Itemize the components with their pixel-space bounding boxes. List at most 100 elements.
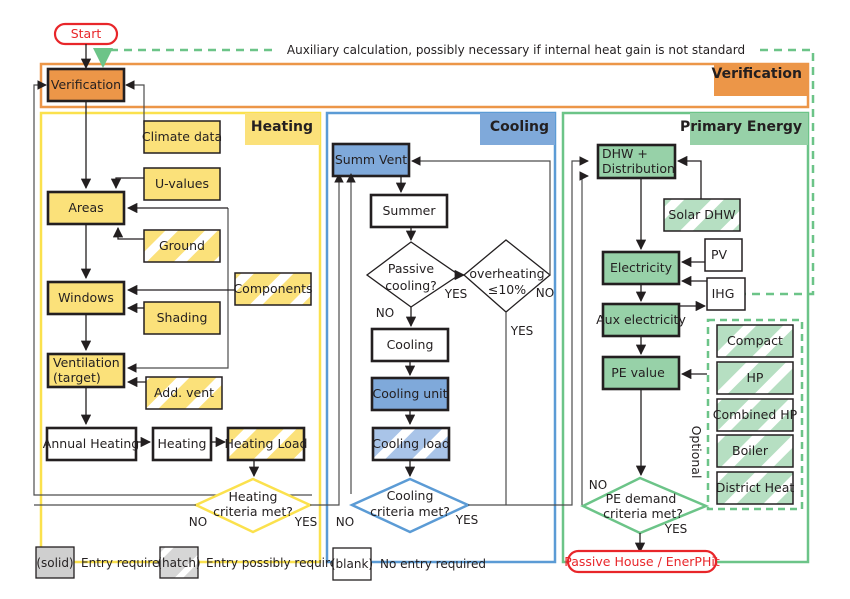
legend-blank-swatch: (blank) [331,557,373,571]
boiler-node[interactable]: Boiler [716,434,794,468]
pe-value-node[interactable]: PE value [601,355,681,391]
cooling-decision-line1: Cooling [387,488,434,503]
ventilation-label-line2: (target) [53,370,101,385]
summer-label: Summer [382,203,436,218]
overheating-line2: ≤10% [488,282,526,297]
add-vent-node[interactable]: Add. vent [145,376,223,410]
cooling-load-node[interactable]: Cooling load [371,426,451,462]
dhw-label-line1: DHW + [602,146,648,161]
pe-value-label: PE value [611,365,665,380]
climate-data-label: Climate data [142,129,222,144]
shading-node[interactable]: Shading [143,301,221,335]
components-to-ventilation-line [127,208,229,373]
cooling-section: Cooling [325,111,557,564]
pe-decision-line1: PE demand [606,491,677,506]
compact-label: Compact [727,333,783,348]
shading-label: Shading [157,310,208,325]
overheating-no-label: NO [536,286,554,300]
passive-cooling-yes-label: YES [444,287,468,301]
cooling-section-title: Cooling [490,119,549,135]
heating-decision-line2: criteria met? [213,504,293,519]
aux-note: Auxiliary calculation, possibly necessar… [287,43,745,57]
pv-label: PV [711,247,728,262]
verification-section-title: Verification [712,66,802,82]
cooling-yes-label: YES [455,513,479,527]
pe-decision-line2: criteria met? [603,506,683,521]
end-label: Passive House / EnerPHit [564,554,720,569]
dhw-distribution-node[interactable]: DHW + Distribution [596,143,677,180]
electricity-node[interactable]: Electricity [601,250,681,286]
components-node[interactable]: Components [233,272,313,306]
areas-node[interactable]: Areas [46,190,126,226]
verification-node[interactable]: Verification [46,67,126,103]
cooling-decision-line2: criteria met? [370,504,450,519]
heating-decision-line1: Heating [229,489,278,504]
cooling-no-label: NO [336,515,354,529]
legend-hatch-swatch: (hatch) [157,556,200,570]
district-heat-label: District Heat [716,480,795,495]
combined-hp-node[interactable]: Combined HP [713,398,798,432]
climate-to-verification-line [125,80,145,125]
pe-yes-label: YES [664,522,688,536]
summer-node[interactable]: Summer [369,193,449,229]
heating-label: Heating [158,436,207,451]
u-values-node[interactable]: U-values [143,167,221,201]
legend-hatch-text: Entry possibly required [206,556,345,570]
heating-node[interactable]: Heating [151,426,213,462]
compact-node[interactable]: Compact [716,324,794,358]
cooling-decision[interactable]: Cooling criteria met? [348,477,472,534]
heating-no-label: NO [189,515,207,529]
summ-vent-node[interactable]: Summ Vent [331,142,411,178]
arrow-ground-to-areas [112,226,144,240]
windows-label: Windows [58,290,114,305]
cooling-node[interactable]: Cooling [370,327,450,363]
solar-dhw-node[interactable]: Solar DHW [663,198,741,232]
overheating-line1: overheating [469,266,544,281]
overheating-no-to-summ-vent-line [411,156,551,275]
passive-cooling-decision[interactable]: Passive cooling? [365,241,461,308]
heating-load-node[interactable]: Heating Load [225,426,308,462]
arrow-solar-dhw-to-dhw [676,155,702,199]
pe-no-to-dhw-line [579,171,589,505]
heating-yes-label: YES [294,515,318,529]
dhw-label-line2: Distribution [602,161,675,176]
cooling-load-label: Cooling load [372,436,450,451]
heating-decision[interactable]: Heating criteria met? [193,477,313,534]
aux-electricity-node[interactable]: Aux electricity [596,302,686,338]
cooling-unit-label: Cooling unit [372,386,447,401]
start-terminal[interactable]: Start [53,22,119,46]
electricity-label: Electricity [610,260,673,275]
cooling-unit-node[interactable]: Cooling unit [370,376,450,412]
pv-node[interactable]: PV [704,238,743,272]
annual-heating-node[interactable]: Annual Heating [43,426,139,462]
legend-solid-text: Entry required [81,556,167,570]
heating-section-title: Heating [251,119,313,135]
areas-label: Areas [68,200,103,215]
ihg-node[interactable]: IHG [706,277,746,311]
combined-hp-label: Combined HP [713,407,798,422]
district-heat-node[interactable]: District Heat [716,471,795,505]
legend-blank-text: No entry required [380,557,486,571]
ground-node[interactable]: Ground [143,229,221,263]
windows-node[interactable]: Windows [46,280,126,316]
legend-item-solid: (solid) Entry required [35,546,167,579]
ventilation-node[interactable]: Ventilation (target) [46,352,126,389]
components-label: Components [233,281,312,296]
aux-dashed-line-right [745,48,815,296]
pe-no-label: NO [589,478,607,492]
overheating-decision[interactable]: overheating ≤10% [463,239,552,313]
arrow-u-values-to-areas [110,177,144,190]
annual-heating-label: Annual Heating [43,436,139,451]
cooling-yes-to-dhw-line [468,156,589,506]
verification-section: Verification [39,62,810,109]
hp-node[interactable]: HP [716,361,794,395]
ihg-label: IHG [712,286,735,301]
cooling-label: Cooling [387,337,434,352]
climate-data-node[interactable]: Climate data [142,120,222,154]
end-terminal[interactable]: Passive House / EnerPHit [564,549,720,574]
summ-vent-label: Summ Vent [335,152,407,167]
heating-load-label: Heating Load [225,436,308,451]
pe-decision[interactable]: PE demand criteria met? [580,476,710,535]
u-values-label: U-values [155,176,209,191]
